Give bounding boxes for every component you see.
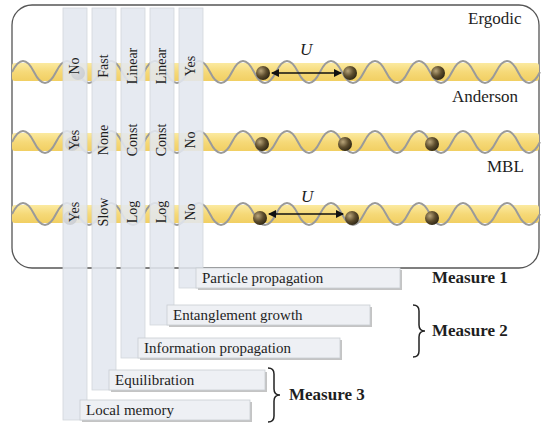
measure-name: Entanglement growth: [173, 305, 303, 325]
measure-name: Local memory: [86, 400, 174, 420]
measure-heading: Measure 1: [432, 267, 508, 289]
curly-brace: [413, 305, 425, 357]
particle: [253, 211, 267, 225]
curly-brace: [268, 368, 280, 422]
particle: [431, 66, 445, 80]
measure-name: Information propagation: [144, 338, 291, 358]
regime-label: Anderson: [452, 86, 518, 108]
particle: [425, 137, 439, 151]
column-strip: [63, 8, 87, 420]
regime-label: MBL: [487, 156, 524, 178]
column-value: Log: [154, 201, 170, 224]
column-value: No: [183, 131, 199, 148]
particle: [343, 66, 357, 80]
particle: [255, 137, 269, 151]
label-box: [196, 268, 400, 288]
column-value: Linear: [154, 48, 170, 85]
column-tab-shape: [179, 8, 400, 288]
measure-column: YesNoNoParticle propagation: [179, 8, 400, 288]
column-strip: [150, 8, 174, 325]
panel-frame: [12, 5, 539, 268]
measure-heading: Measure 2: [432, 320, 508, 342]
label-box: [109, 370, 265, 390]
column-strip: [179, 8, 203, 288]
column-value: Yes: [183, 56, 199, 76]
potential-wave: [12, 131, 540, 153]
measure-column: FastNoneSlowEquilibration: [92, 8, 265, 390]
ergodic-row: [12, 61, 540, 83]
column-value: Const: [154, 124, 170, 157]
particle: [338, 137, 352, 151]
label-box: [167, 305, 370, 325]
particle: [345, 211, 359, 225]
label-box: [138, 338, 340, 358]
lattice-band: [12, 205, 539, 223]
column-value: Fast: [96, 54, 112, 77]
column-strip: [121, 8, 145, 358]
interaction-symbol: U: [301, 186, 313, 208]
measure-heading: Measure 3: [289, 384, 365, 406]
column-value: Slow: [96, 198, 112, 227]
particle: [425, 211, 439, 225]
interaction-arrow: [269, 213, 343, 215]
anderson-row: [12, 131, 540, 153]
potential-wave: [12, 203, 540, 225]
column-value: Yes: [67, 130, 83, 150]
label-box: [80, 400, 250, 420]
column-value: No: [67, 57, 83, 74]
column-strip: [92, 8, 116, 390]
column-value: Yes: [67, 202, 83, 222]
column-value: No: [183, 203, 199, 220]
interaction-symbol: U: [300, 39, 312, 61]
regime-label: Ergodic: [468, 8, 522, 30]
measure-name: Equilibration: [115, 370, 194, 390]
column-value: Log: [125, 201, 141, 224]
potential-wave: [12, 61, 540, 83]
particle: [256, 66, 270, 80]
column-value: Linear: [125, 48, 141, 85]
column-value: None: [96, 125, 112, 155]
mbl-row: [12, 203, 540, 225]
column-tab-shape: [92, 8, 265, 390]
measure-name: Particle propagation: [202, 268, 323, 288]
interaction-arrow: [272, 72, 341, 74]
column-value: Const: [125, 124, 141, 157]
